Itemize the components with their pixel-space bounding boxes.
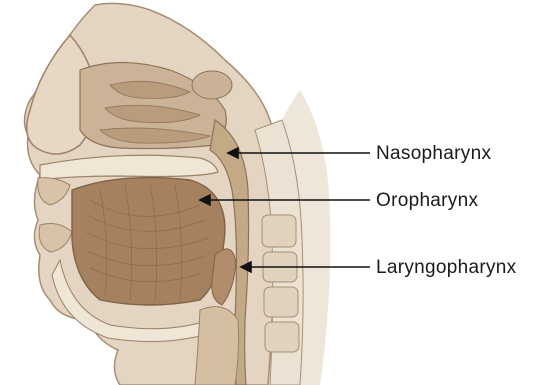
- sphenoid-sinus: [192, 71, 232, 99]
- vertebra-3: [264, 287, 298, 317]
- vertebra-1: [262, 215, 296, 247]
- label-nasopharynx: Nasopharynx: [376, 143, 491, 165]
- larynx: [195, 307, 239, 385]
- label-laryngopharynx: Laryngopharynx: [376, 257, 516, 279]
- label-oropharynx: Oropharynx: [376, 190, 478, 212]
- vertebra-4: [265, 322, 299, 352]
- tongue: [72, 178, 225, 305]
